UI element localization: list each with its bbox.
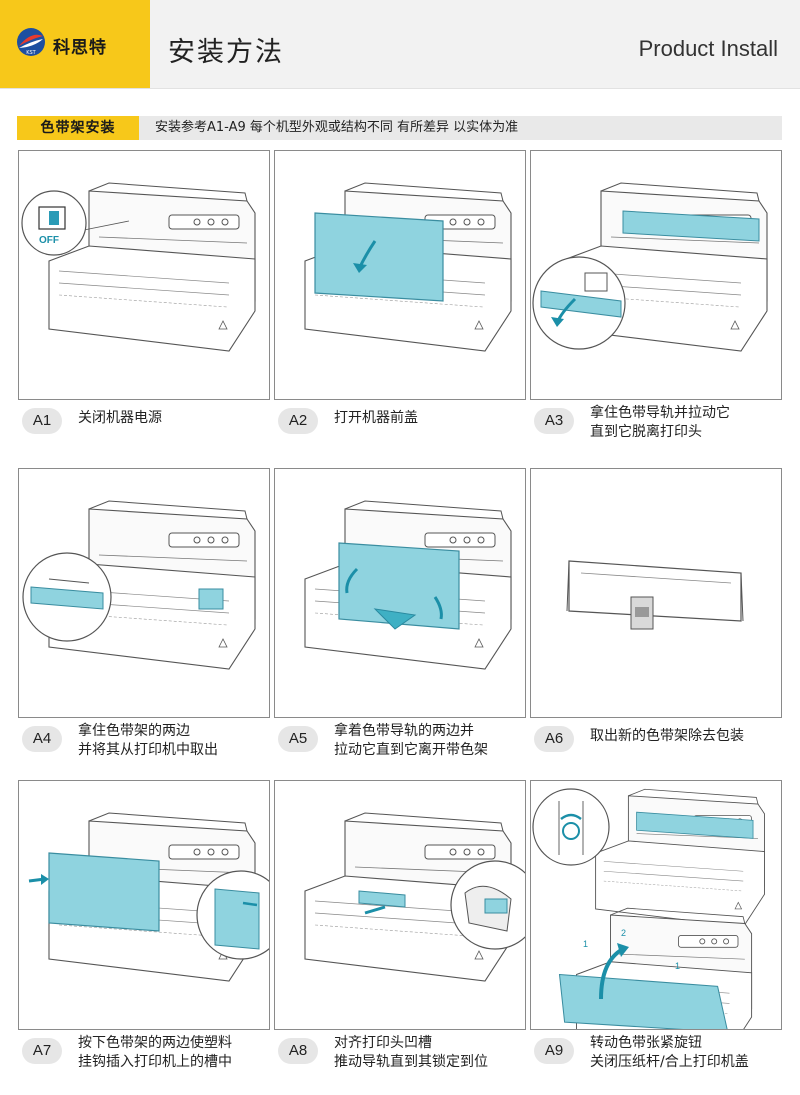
step-a8-badge: A8 <box>278 1038 318 1064</box>
step-a9-badge: A9 <box>534 1038 574 1064</box>
step-a5-illustration <box>274 468 526 718</box>
step-a4-caption: 拿住色带架的两边 并将其从打印机中取出 <box>78 723 218 758</box>
step-a9-caption: 转动色带张紧旋钮 关闭压纸杆/合上打印机盖 <box>590 1035 749 1070</box>
kst-logo-icon: KST <box>17 28 45 56</box>
brand-name: 科思特 <box>53 38 107 58</box>
step-a1-caption: 关闭机器电源 <box>78 410 162 426</box>
step-a8-caption: 对齐打印头凹槽 推动导轨直到其锁定到位 <box>334 1035 488 1070</box>
step-a4-illustration <box>18 468 270 718</box>
svg-text:2: 2 <box>621 928 626 938</box>
step-a5-badge: A5 <box>278 726 318 752</box>
step-a7-badge: A7 <box>22 1038 62 1064</box>
step-a6-illustration <box>530 468 782 718</box>
step-a4-badge: A4 <box>22 726 62 752</box>
section-note: 安装参考A1-A9 每个机型外观或结构不同 有所差异 以实体为准 <box>155 120 519 135</box>
page-header: KST 科思特 安装方法 Product Install <box>0 0 800 89</box>
svg-text:1: 1 <box>675 961 680 971</box>
step-a8-illustration <box>274 780 526 1030</box>
step-a3-caption: 拿住色带导轨并拉动它 直到它脱离打印头 <box>590 405 730 440</box>
step-a1-badge: A1 <box>22 408 62 434</box>
brand-block: KST 科思特 <box>0 0 150 88</box>
step-a3-illustration <box>530 150 782 400</box>
step-a5-caption: 拿着色带导轨的两边并 拉动它直到它离开带色架 <box>334 723 488 758</box>
svg-text:OFF: OFF <box>39 235 59 246</box>
step-a7-caption: 按下色带架的两边使塑料 挂钩插入打印机上的槽中 <box>78 1035 232 1070</box>
step-a2-illustration <box>274 150 526 400</box>
section-label: 色带架安装 <box>17 116 139 140</box>
step-a6-caption: 取出新的色带架除去包装 <box>590 728 744 744</box>
page-title-english: Product Install <box>638 36 778 61</box>
step-a9-illustration: 1 2 1 <box>530 780 782 1030</box>
section-bar: 色带架安装 安装参考A1-A9 每个机型外观或结构不同 有所差异 以实体为准 <box>17 116 782 140</box>
power-switch-icon: OFF <box>21 190 87 256</box>
step-a2-badge: A2 <box>278 408 318 434</box>
svg-text:1: 1 <box>583 939 588 949</box>
step-a3-badge: A3 <box>534 408 574 434</box>
page-title: 安装方法 <box>168 37 284 68</box>
step-a7-illustration <box>18 780 270 1030</box>
svg-text:KST: KST <box>26 50 36 56</box>
step-a1-illustration: OFF <box>18 150 270 400</box>
step-a6-badge: A6 <box>534 726 574 752</box>
step-a2-caption: 打开机器前盖 <box>334 410 418 426</box>
